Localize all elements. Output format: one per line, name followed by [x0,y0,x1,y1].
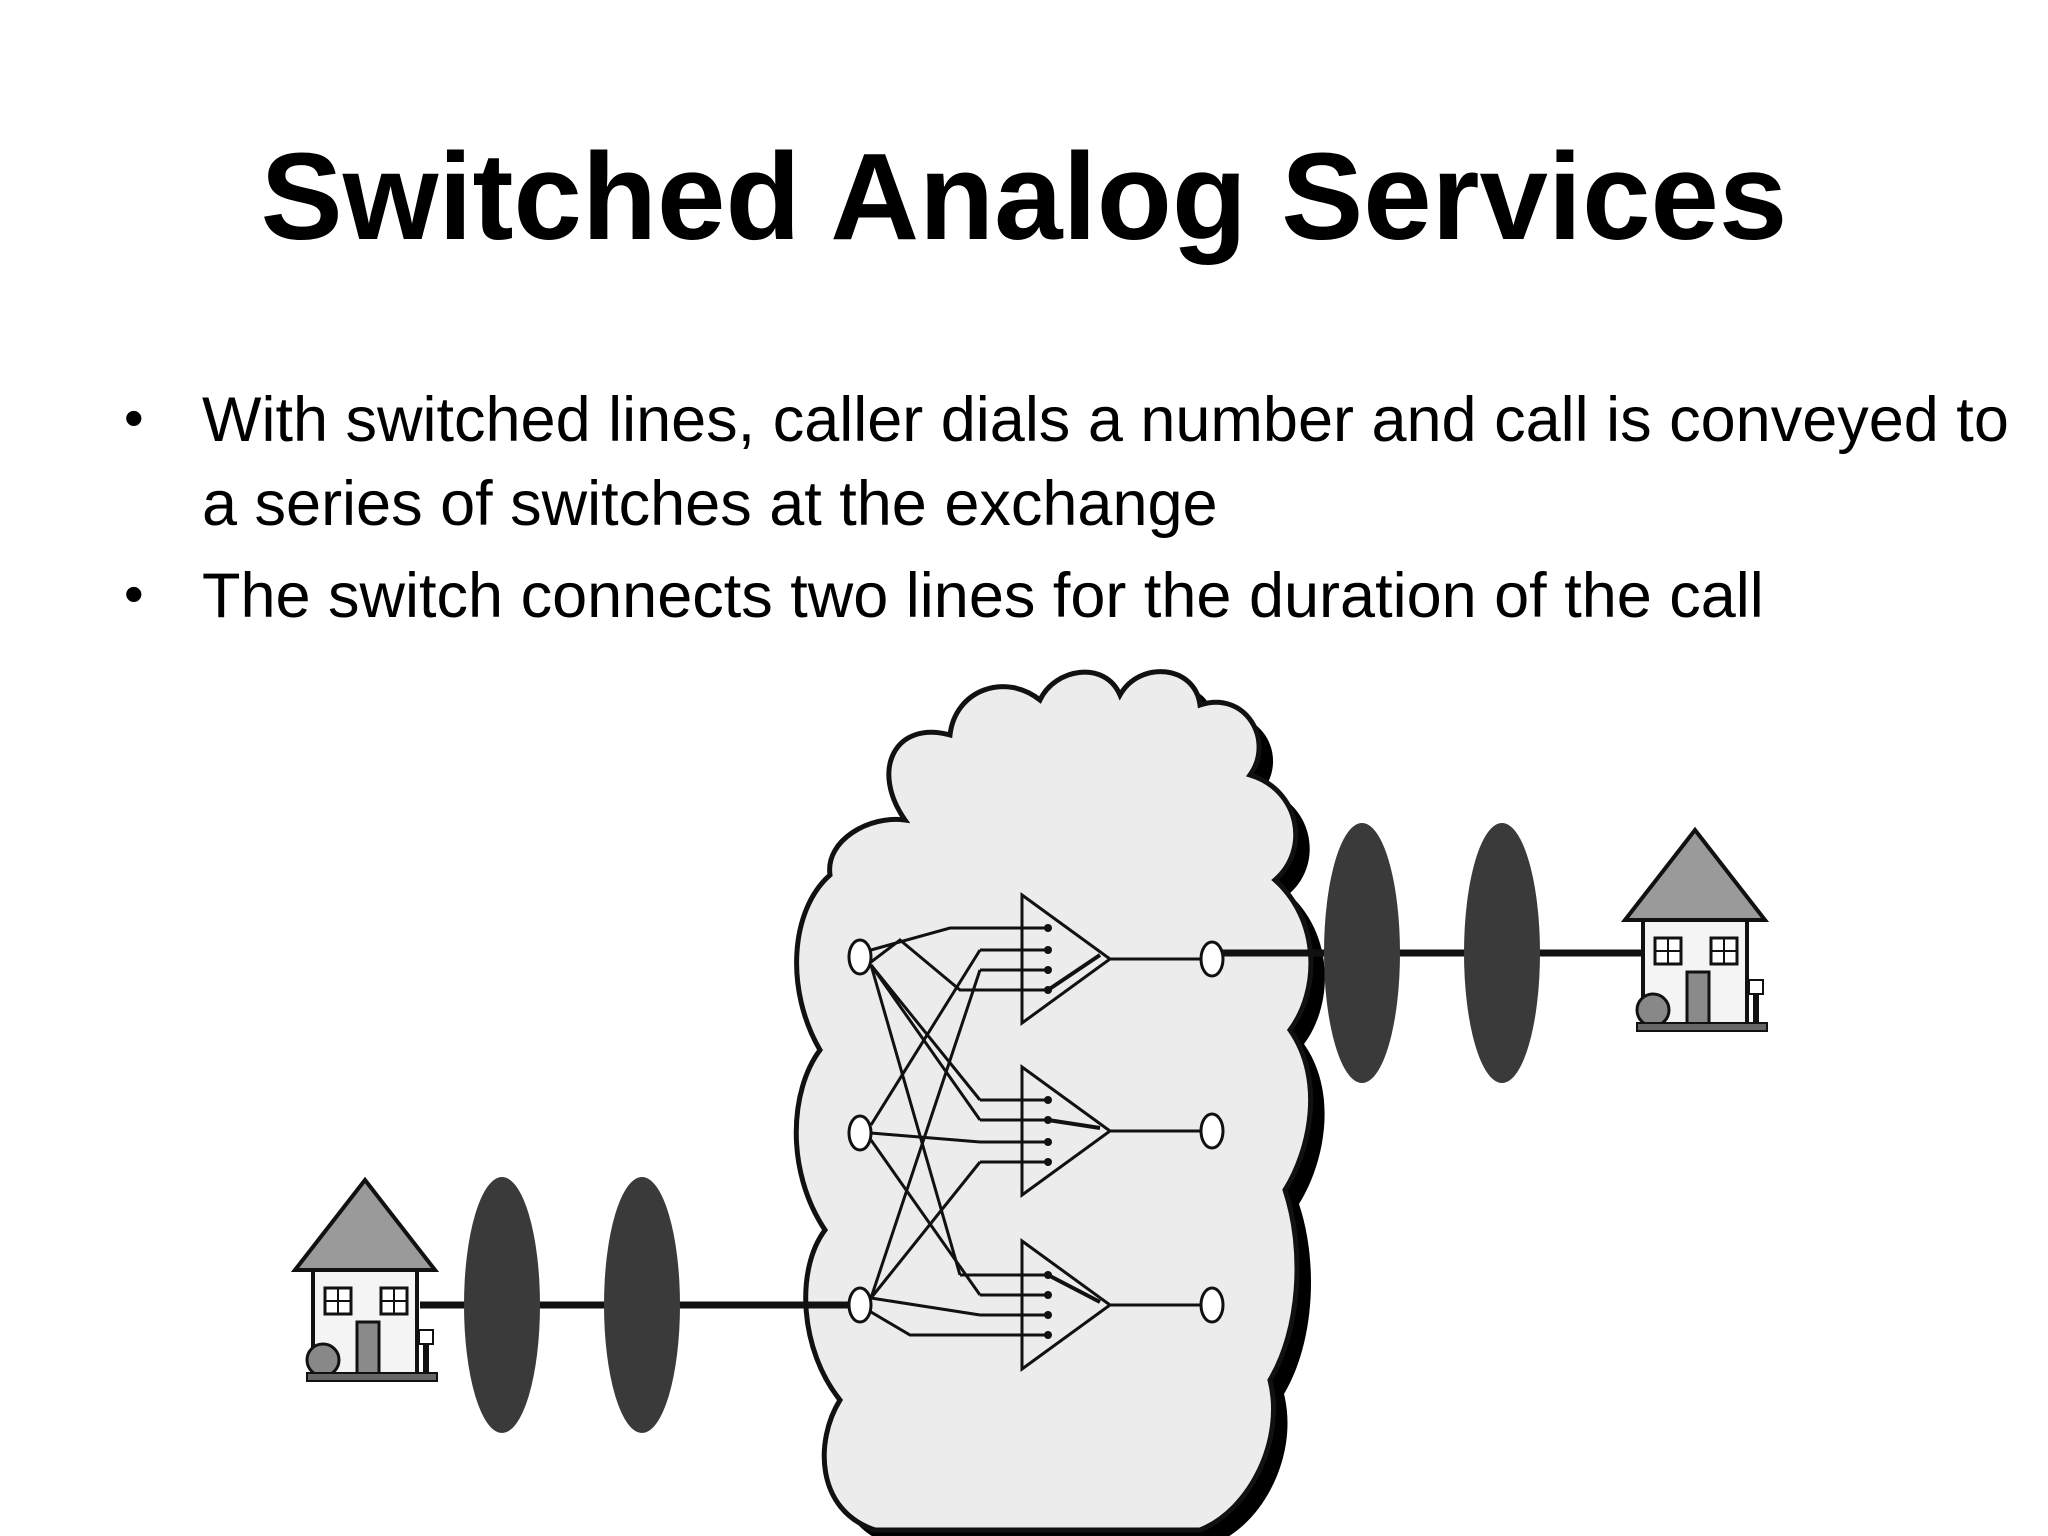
switch-fabric [847,892,1225,1372]
signal-wave-icon [464,1177,680,1433]
switch-contacts [1044,924,1052,1339]
input-node [847,1286,873,1324]
switch-icon [1020,1238,1113,1372]
bullet-dot-icon: • [124,386,144,449]
output-node [1199,940,1225,978]
signal-wave-icon [1324,823,1540,1083]
bullet-item: • The switch connects two lines for the … [118,554,2018,638]
bullet-list: • With switched lines, caller dials a nu… [118,378,2018,646]
output-node [1199,1286,1225,1324]
input-node [847,938,873,976]
bullet-item: • With switched lines, caller dials a nu… [118,378,2018,546]
output-node [1199,1112,1225,1150]
house-icon [290,1176,440,1382]
bullet-text: The switch connects two lines for the du… [202,561,1764,631]
input-node [847,1114,873,1152]
house-icon [1620,826,1770,1032]
bullet-dot-icon: • [124,562,144,625]
slide-title: Switched Analog Services [260,129,1788,266]
bullet-text: With switched lines, caller dials a numb… [202,385,2009,539]
